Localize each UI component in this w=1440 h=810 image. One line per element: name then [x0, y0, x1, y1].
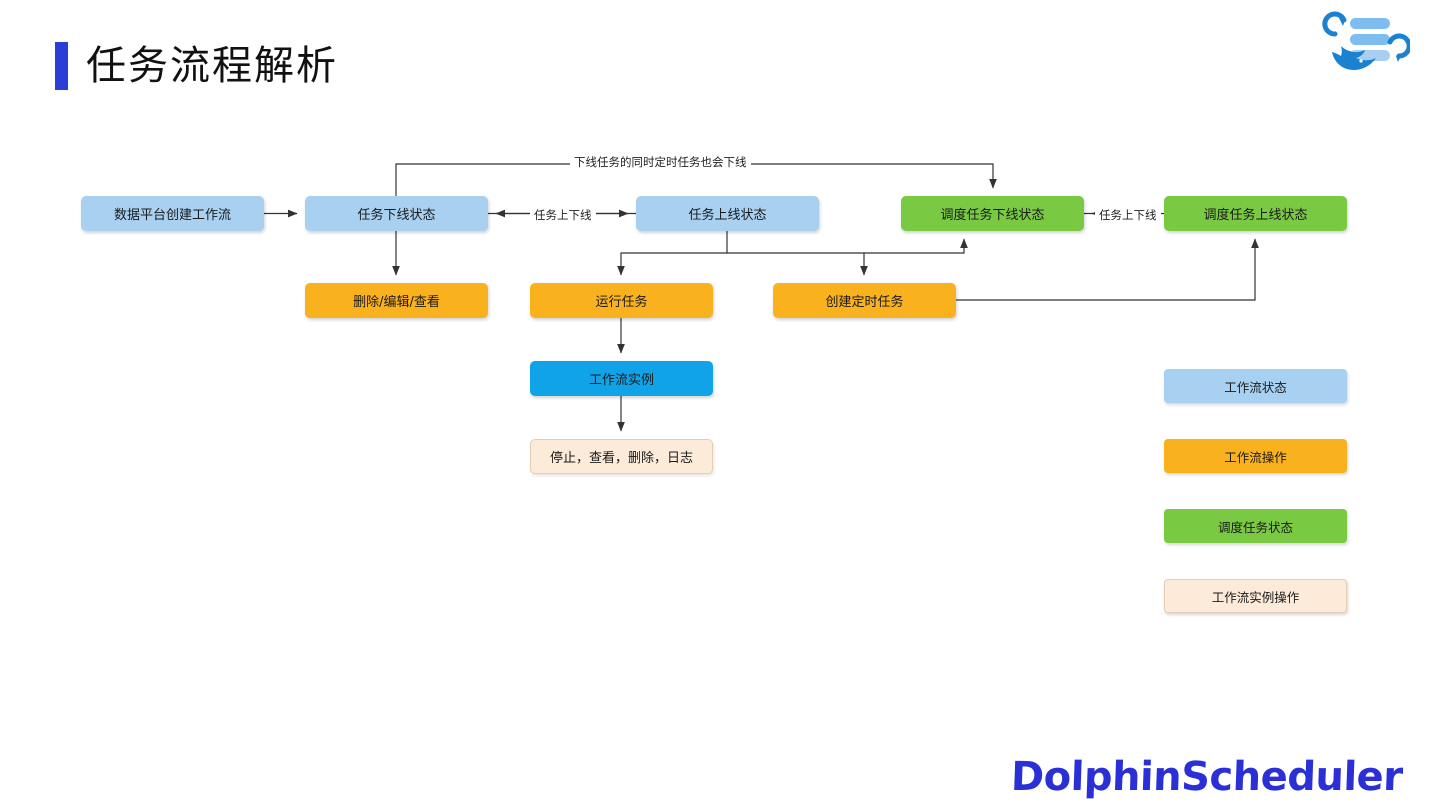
node-sched-online-status[interactable]: 调度任务上线状态 [1164, 196, 1347, 231]
footer-brand: DolphinScheduler [1009, 754, 1403, 800]
edge-label-offline-cascade: 下线任务的同时定时任务也会下线 [570, 154, 751, 170]
legend-schedule-status: 调度任务状态 [1164, 509, 1347, 543]
node-workflow-instance[interactable]: 工作流实例 [530, 361, 713, 396]
legend-workflow-status: 工作流状态 [1164, 369, 1347, 403]
page-header: 任务流程解析 [55, 42, 338, 90]
dolphinscheduler-logo-icon [1314, 8, 1412, 80]
page-title: 任务流程解析 [86, 43, 338, 89]
node-create-timed-task[interactable]: 创建定时任务 [773, 283, 956, 318]
node-sched-offline-status[interactable]: 调度任务下线状态 [901, 196, 1084, 231]
node-run-task[interactable]: 运行任务 [530, 283, 713, 318]
node-task-online-status[interactable]: 任务上线状态 [636, 196, 819, 231]
edge-label-task-toggle-right: 任务上下线 [1095, 207, 1161, 223]
edge-label-task-toggle-left: 任务上下线 [530, 207, 596, 223]
legend-workflow-action: 工作流操作 [1164, 439, 1347, 473]
node-instance-actions[interactable]: 停止，查看，删除，日志 [530, 439, 713, 474]
node-create-workflow[interactable]: 数据平台创建工作流 [81, 196, 264, 231]
node-task-offline-status[interactable]: 任务下线状态 [305, 196, 488, 231]
node-delete-edit-view[interactable]: 删除/编辑/查看 [305, 283, 488, 318]
title-accent-bar [55, 42, 68, 90]
legend-instance-action: 工作流实例操作 [1164, 579, 1347, 613]
